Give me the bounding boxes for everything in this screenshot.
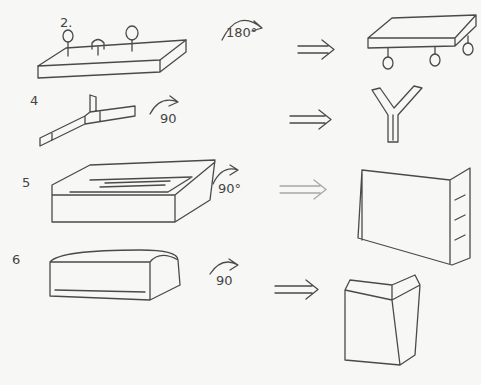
cover-part [50,250,180,300]
result-arrow [280,180,326,199]
peg-head [463,43,473,55]
rotation-arrow [222,20,262,40]
step-number: 6 [12,253,20,266]
bag-part [345,275,420,365]
peg-head [126,26,138,40]
peg-stem [67,42,68,56]
board [368,15,476,48]
board-side [38,40,186,78]
step-number: 2. [60,16,72,29]
tray-part [52,160,215,222]
step-number: 5 [22,176,30,189]
result-arrow [290,110,331,129]
flipped-board [368,15,476,69]
peg-head [430,54,440,66]
rotation-angle: 90° [218,182,241,195]
y-part [372,86,422,142]
board-top [38,40,186,66]
peg-head [63,30,73,42]
peg-stem [388,36,468,57]
peg [92,40,104,56]
rotation-arrow [210,259,238,274]
rotation-angle: 90 [216,274,233,287]
step-number: 4 [30,94,38,107]
result-arrow [298,40,334,59]
result-arrow [275,280,318,299]
channel-part [40,95,135,146]
peg-board [38,26,186,78]
peg-stem [131,40,132,51]
rotation-angle: 180° [226,26,257,39]
box-part [358,168,470,265]
rotation-angle: 90 [160,112,177,125]
peg-head [383,57,393,69]
